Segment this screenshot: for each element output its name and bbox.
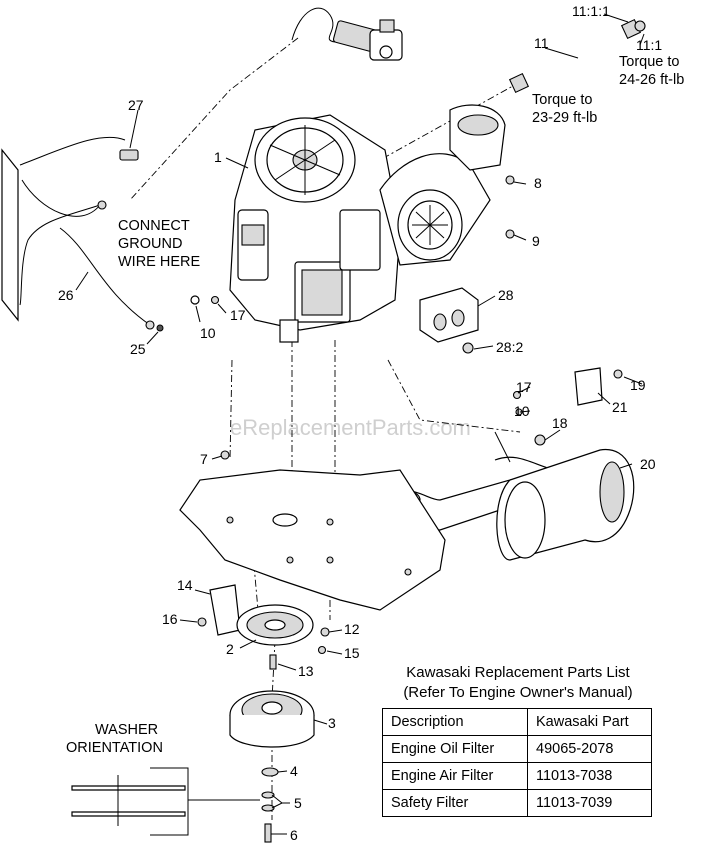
callout-18: 18 <box>552 415 568 431</box>
callout-4: 4 <box>290 763 298 779</box>
cell-description: Safety Filter <box>382 789 528 817</box>
callout-26: 26 <box>58 287 74 303</box>
callout-17-right: 17 <box>516 379 532 395</box>
table-header-row: Description Kawasaki Part <box>382 708 652 736</box>
callout-19: 19 <box>630 377 646 393</box>
cell-part-number: 11013-7039 <box>527 789 652 817</box>
note-connect-ground-3: WIRE HERE <box>118 254 201 270</box>
callout-15: 15 <box>344 645 360 661</box>
parts-table-title: Kawasaki Replacement Parts List (Refer T… <box>368 663 668 703</box>
parts-table-title-line2: (Refer To Engine Owner's Manual) <box>403 684 633 701</box>
callout-13: 13 <box>298 663 314 679</box>
notes: CONNECT GROUND WIRE HERE Torque to 24-26… <box>66 54 684 756</box>
cell-description: Engine Air Filter <box>382 762 528 790</box>
cell-part-number: 11013-7038 <box>527 762 652 790</box>
callout-7: 7 <box>200 451 208 467</box>
header-kawasaki-part: Kawasaki Part <box>527 708 652 736</box>
wire-harness <box>1 136 164 332</box>
muffler <box>399 367 635 561</box>
callout-5: 5 <box>294 795 302 811</box>
callout-11: 11 <box>534 35 549 51</box>
table-row: Engine Oil Filter 49065-2078 <box>382 735 652 763</box>
watermark: eReplacementParts.com <box>230 415 471 440</box>
callout-28-2: 28:2 <box>496 339 523 355</box>
parts-table-title-line1: Kawasaki Replacement Parts List <box>406 664 630 681</box>
note-washer-orientation-1: WASHER <box>95 722 158 738</box>
table-row: Engine Air Filter 11013-7038 <box>382 762 652 790</box>
callout-25: 25 <box>130 341 146 357</box>
leader-lines <box>75 13 645 835</box>
note-torque-lower-1: Torque to <box>532 92 592 108</box>
note-connect-ground-1: CONNECT <box>118 218 190 234</box>
callout-28: 28 <box>498 287 514 303</box>
header-description: Description <box>382 708 528 736</box>
ground-bolt <box>190 295 220 305</box>
engine <box>229 114 401 343</box>
cell-part-number: 49065-2078 <box>527 735 652 763</box>
callout-14: 14 <box>177 577 193 593</box>
callout-3: 3 <box>328 715 336 731</box>
callout-10-left: 10 <box>200 325 216 341</box>
fuel-regulator <box>291 7 403 61</box>
washer-orientation-detail <box>71 767 260 836</box>
callout-10-right: 10 <box>514 403 530 419</box>
note-washer-orientation-2: ORIENTATION <box>66 740 163 756</box>
cell-description: Engine Oil Filter <box>382 735 528 763</box>
note-torque-lower-2: 23-29 ft-lb <box>532 110 597 126</box>
callout-12: 12 <box>344 621 360 637</box>
parts-table: Description Kawasaki Part Engine Oil Fil… <box>382 708 652 817</box>
table-row: Safety Filter 11013-7039 <box>382 789 652 817</box>
callout-6: 6 <box>290 827 298 843</box>
callouts: 11:1:1 11 11:1 27 1 8 9 26 10 17 25 28 2… <box>58 3 662 843</box>
callout-2: 2 <box>226 641 234 657</box>
callout-8: 8 <box>534 175 542 191</box>
callout-11-1: 11:1 <box>636 37 662 53</box>
note-torque-upper-2: 24-26 ft-lb <box>619 72 684 88</box>
callout-20: 20 <box>640 456 656 472</box>
air-cleaner <box>379 104 506 266</box>
clutch <box>229 690 315 748</box>
callout-16: 16 <box>162 611 178 627</box>
pulley <box>236 604 330 670</box>
note-connect-ground-2: GROUND <box>118 236 182 252</box>
note-torque-upper-1: Torque to <box>619 54 679 70</box>
callout-27: 27 <box>128 97 144 113</box>
deck-plate <box>179 450 446 611</box>
callout-17-left: 17 <box>230 307 246 323</box>
callout-11-1-1: 11:1:1 <box>572 3 610 19</box>
callout-1: 1 <box>214 149 222 165</box>
callout-21: 21 <box>612 399 628 415</box>
filter-block-28 <box>419 175 515 354</box>
callout-9: 9 <box>532 233 540 249</box>
